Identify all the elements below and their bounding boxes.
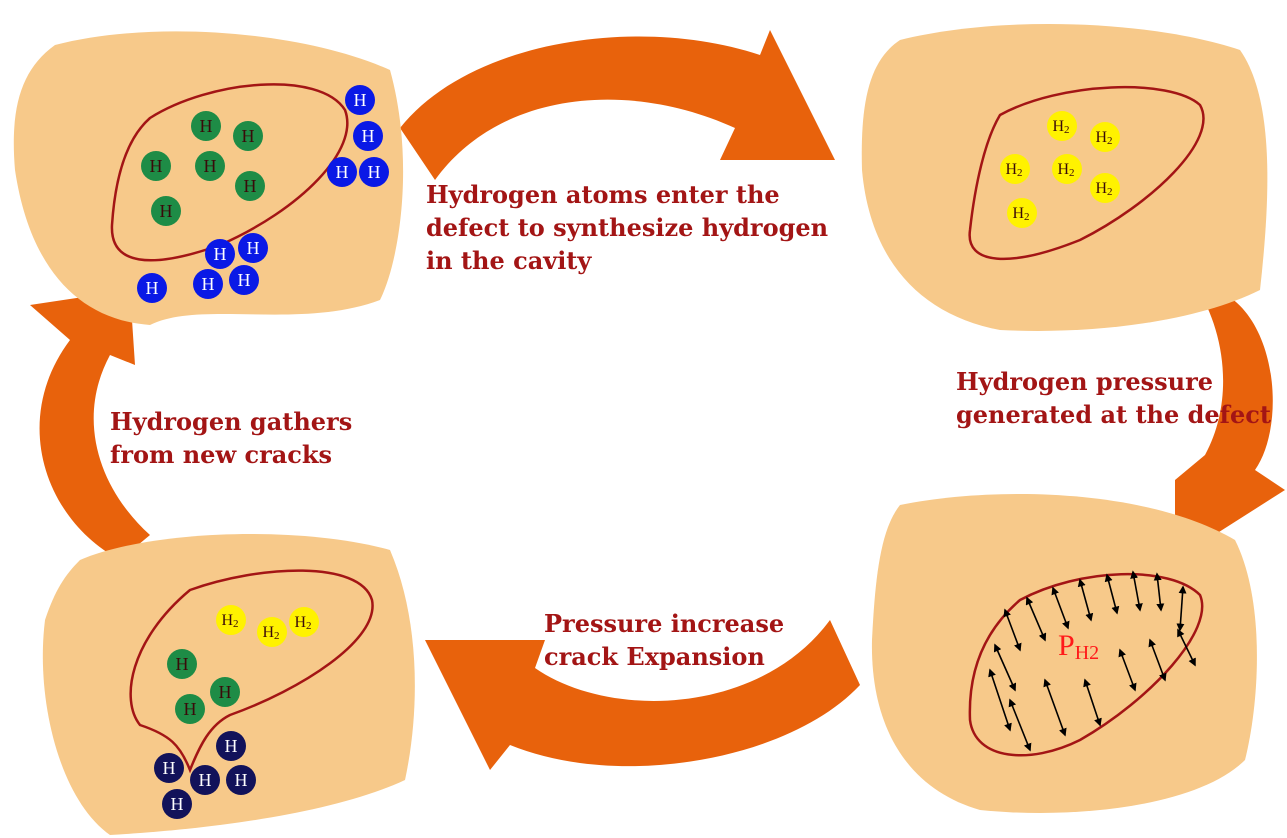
atom-label: H bbox=[160, 201, 173, 221]
atom-label: H bbox=[219, 682, 232, 702]
atom-label: H bbox=[214, 244, 227, 264]
cycle-arrow-top bbox=[400, 30, 835, 180]
atom-label: H bbox=[235, 770, 248, 790]
caption-bottom-line-2: crack Expansion bbox=[544, 640, 784, 673]
atom-label: H bbox=[176, 654, 189, 674]
atom-label: H bbox=[202, 274, 215, 294]
atom-label: H bbox=[200, 116, 213, 136]
pressure-subscript: H2 bbox=[1075, 642, 1099, 664]
caption-top-line-1: Hydrogen atoms enter the bbox=[426, 178, 828, 211]
atom-label: H bbox=[163, 758, 176, 778]
caption-right-line-1: Hydrogen pressure bbox=[956, 365, 1271, 398]
atom-label: H bbox=[238, 270, 251, 290]
caption-bottom: Pressure increase crack Expansion bbox=[544, 607, 784, 673]
atom-label: H bbox=[171, 794, 184, 814]
atom-label: H bbox=[242, 126, 255, 146]
atom-label: H bbox=[184, 699, 197, 719]
caption-top-line-3: in the cavity bbox=[426, 244, 828, 277]
atom-label: H bbox=[336, 162, 349, 182]
atom-label: H bbox=[368, 162, 381, 182]
atom-label: H bbox=[146, 278, 159, 298]
atom-label: H bbox=[247, 238, 260, 258]
caption-right: Hydrogen pressure generated at the defec… bbox=[956, 365, 1271, 431]
caption-left: Hydrogen gathers from new cracks bbox=[110, 405, 352, 471]
atom-label: H bbox=[225, 736, 238, 756]
caption-top: Hydrogen atoms enter the defect to synth… bbox=[426, 178, 828, 277]
atom-label: H bbox=[204, 156, 217, 176]
atom-label: H bbox=[199, 770, 212, 790]
caption-right-line-2: generated at the defect bbox=[956, 398, 1271, 431]
atom-label: H bbox=[354, 90, 367, 110]
caption-left-line-1: Hydrogen gathers bbox=[110, 405, 352, 438]
stage-pressure-generated: PH2 bbox=[872, 494, 1257, 813]
atom-label: H bbox=[150, 156, 163, 176]
atom-label: H bbox=[362, 126, 375, 146]
caption-left-line-2: from new cracks bbox=[110, 438, 352, 471]
caption-top-line-2: defect to synthesize hydrogen bbox=[426, 211, 828, 244]
atom-label: H bbox=[244, 176, 257, 196]
caption-bottom-line-1: Pressure increase bbox=[544, 607, 784, 640]
